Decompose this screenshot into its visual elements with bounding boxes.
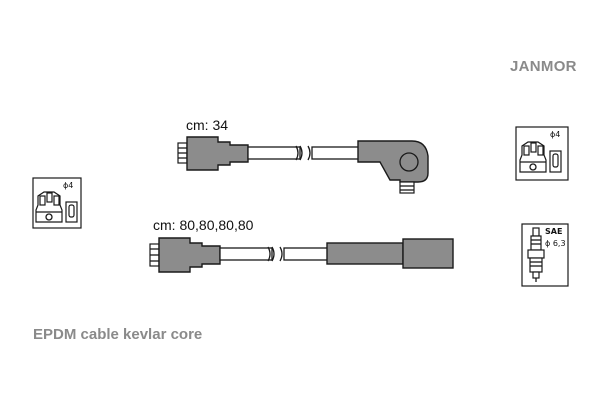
spark-plug-standard: SAE [545,227,562,236]
distributor-left-diameter: ϕ4 [63,181,73,190]
cable-length-label-bottom: cm: 80,80,80,80 [153,217,254,233]
distributor-icon-right: ϕ4 [515,126,569,181]
cable-top-left-boot [186,136,249,171]
cable-top-wire [247,146,301,160]
distributor-right-diameter: ϕ4 [550,130,560,139]
cable-length-label-top: cm: 34 [186,117,229,133]
cable-material-caption: EPDM cable kevlar core [33,326,203,343]
cable-top-angled-terminal [399,181,415,194]
spark-plug-icon: SAE ϕ 6,3 [521,223,569,287]
cable-top-angled-boot [357,140,429,183]
cable-bottom-wire [219,247,273,261]
spark-plug-diameter: ϕ 6,3 [545,239,566,248]
distributor-icon-left: ϕ4 [32,177,82,229]
cable-bottom-straight-boot-sleeve [326,242,404,265]
cable-bottom-straight-boot [402,238,454,269]
cable-bottom [149,237,454,273]
cable-top [177,136,429,194]
brand-logo: JANMOR [510,58,577,75]
cable-bottom-left-boot [158,237,221,273]
